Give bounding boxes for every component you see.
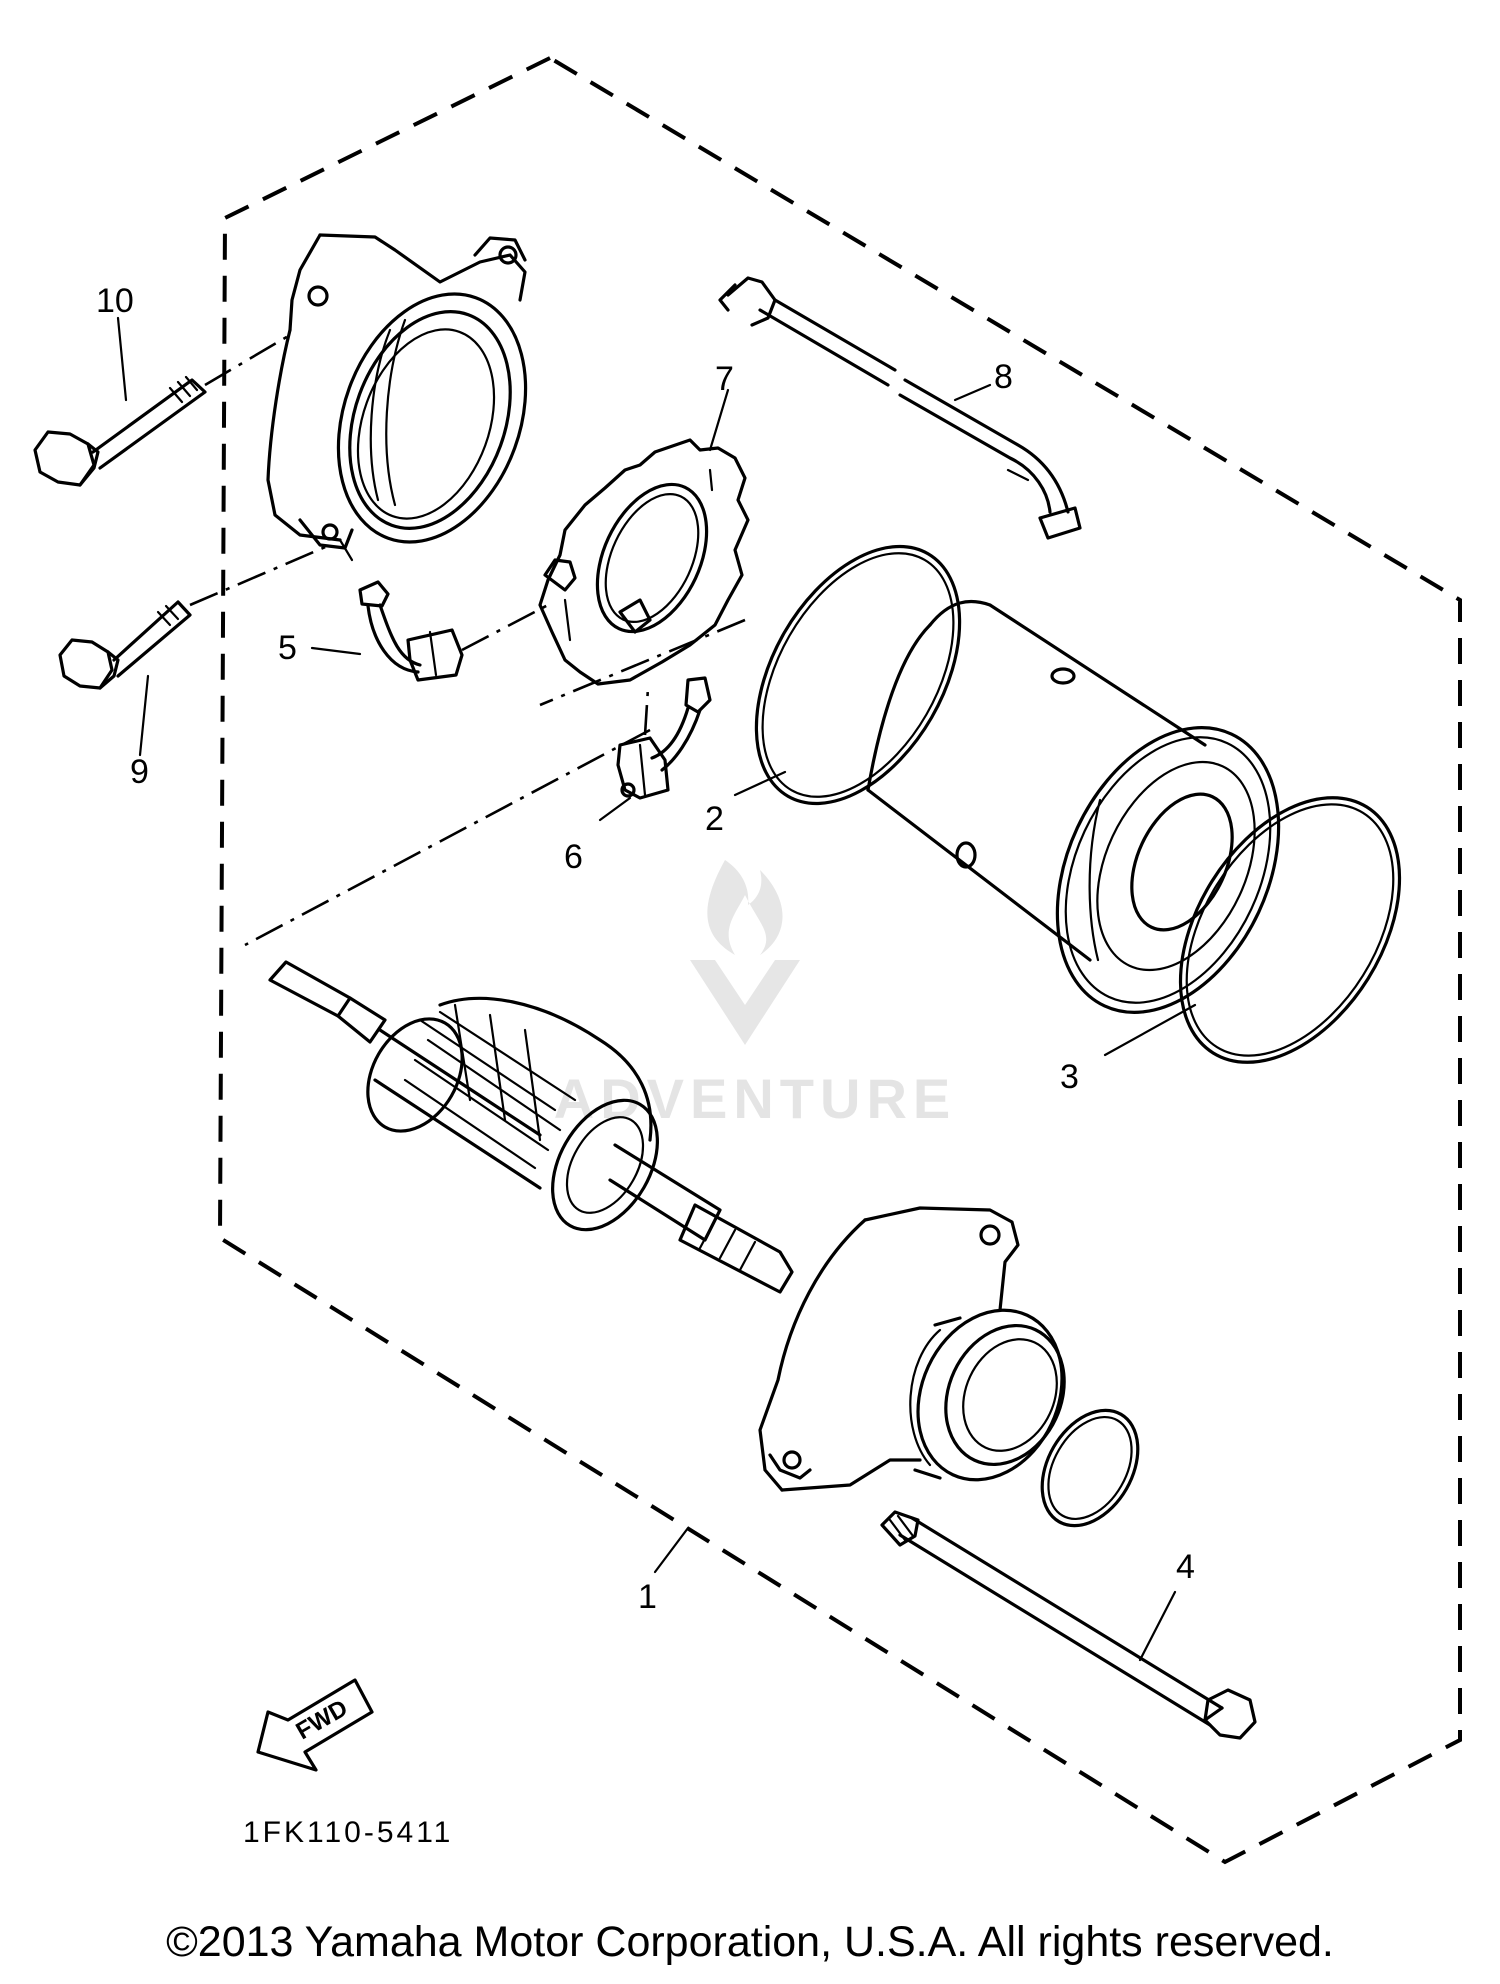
callout-2: 2: [705, 800, 724, 838]
callout-4: 4: [1176, 1548, 1195, 1586]
part-code: 1FK110-5411: [243, 1816, 453, 1849]
bolt-9-leader: [189, 543, 331, 607]
watermark-logo: ADVENTURE: [554, 860, 956, 1130]
callout-7: 7: [715, 360, 734, 398]
bolt-part-9: [58, 600, 192, 690]
brush-holder-plate-part-7: [538, 438, 750, 686]
yoke-housing: [866, 599, 1281, 1014]
front-o-ring: [1040, 1408, 1140, 1528]
callout-1: 1: [638, 1578, 657, 1616]
armature-leader-upper: [539, 618, 746, 707]
brush-6-leader: [643, 687, 650, 736]
callout-9: 9: [130, 753, 149, 791]
assembly-boundary: [217, 55, 1462, 1865]
bolt-part-10: [33, 375, 207, 487]
callout-8: 8: [994, 358, 1013, 396]
o-ring-part-3: [1178, 796, 1402, 1064]
bolt-10-leader: [204, 333, 291, 387]
callout-6: 6: [564, 838, 583, 876]
copyright-notice: ©2013 Yamaha Motor Corporation, U.S.A. A…: [166, 1918, 1334, 1966]
lead-wire-part-8: [718, 276, 1082, 540]
o-ring-part-2: [754, 544, 962, 806]
armature-leader-lower: [244, 728, 651, 947]
rear-cover: [266, 233, 528, 562]
brush-part-6: [616, 676, 712, 800]
callout-5: 5: [278, 629, 297, 667]
armature: [268, 960, 794, 1294]
fwd-label: FWD: [292, 1694, 353, 1745]
through-bolt-part-4: [880, 1510, 1257, 1740]
fwd-arrow-icon: FWD: [256, 1678, 374, 1772]
watermark-text: ADVENTURE: [554, 1067, 956, 1130]
front-cover: [758, 1206, 1066, 1492]
brush-part-5: [358, 580, 464, 682]
brush-5-leader: [461, 603, 549, 652]
callout-10: 10: [96, 282, 134, 320]
callouts: 10 9 5 6 7 8 2 3 1 4: [96, 282, 1197, 1662]
callout-3: 3: [1060, 1058, 1079, 1096]
